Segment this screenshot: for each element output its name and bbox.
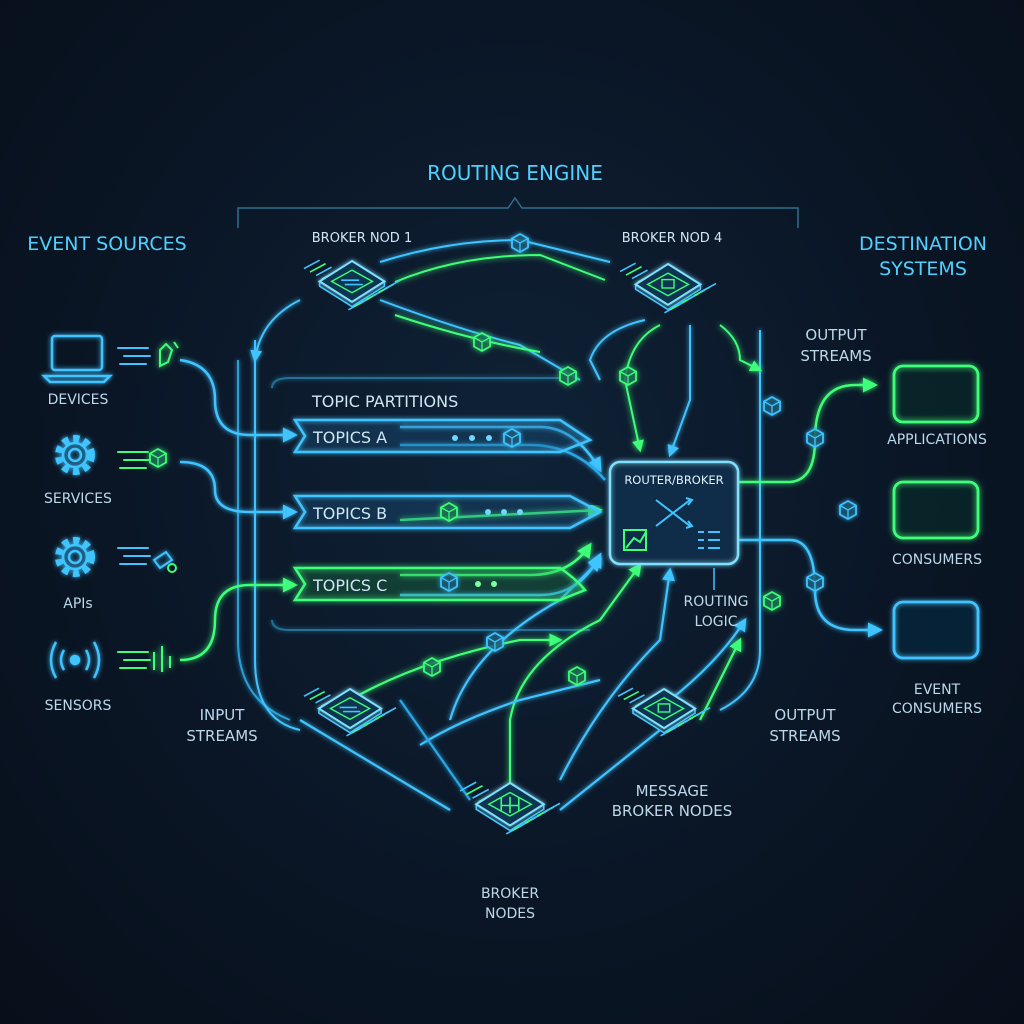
data-cubes bbox=[149, 232, 857, 687]
broker-chip-bottom-left[interactable] bbox=[303, 687, 397, 737]
destination-consumers-box[interactable] bbox=[892, 480, 980, 540]
data-cube-icon bbox=[511, 232, 529, 254]
broker-chip-top-left[interactable] bbox=[303, 259, 401, 311]
message-broker-line1: MESSAGE bbox=[636, 782, 709, 800]
data-cube-icon bbox=[503, 427, 521, 449]
data-cube-icon bbox=[149, 447, 167, 469]
router-label: ROUTER/BROKER bbox=[624, 473, 723, 487]
data-cube-icon bbox=[763, 395, 781, 417]
data-cube-icon bbox=[559, 365, 577, 387]
routing-engine-bracket bbox=[237, 196, 799, 228]
data-cube-icon bbox=[473, 331, 491, 353]
gear-icon-services bbox=[55, 435, 95, 475]
destination-label-event-line2: CONSUMERS bbox=[892, 701, 982, 717]
broker-chip-bottom-right[interactable] bbox=[617, 687, 711, 737]
output-streams-top-line1: OUTPUT bbox=[805, 326, 867, 344]
gear-icon-apis bbox=[55, 537, 95, 577]
topic-b-label: TOPICS B bbox=[312, 504, 387, 523]
event-sources-title: EVENT SOURCES bbox=[27, 233, 186, 255]
routing-logic-line2: LOGIC bbox=[694, 614, 737, 630]
topic-c-label: TOPICS C bbox=[312, 576, 387, 595]
data-cube-icon bbox=[568, 665, 586, 687]
source-flows bbox=[179, 358, 298, 662]
shuffle-icon bbox=[655, 497, 694, 529]
output-streams-bottom-line2: STREAMS bbox=[769, 727, 840, 745]
broker-label-top-left: BROKER NOD 1 bbox=[312, 231, 412, 246]
broker-chips bbox=[303, 259, 717, 835]
output-streams-top-line2: STREAMS bbox=[800, 347, 871, 365]
broker-chip-top-right[interactable] bbox=[619, 262, 717, 314]
message-broker-line2: BROKER NODES bbox=[612, 802, 733, 820]
destination-applications-box[interactable] bbox=[892, 364, 980, 424]
data-cube-icon bbox=[839, 499, 857, 521]
network-glyph-icons bbox=[152, 341, 179, 672]
source-label-sensors: SENSORS bbox=[45, 698, 112, 714]
destination-title-line1: DESTINATION bbox=[859, 233, 987, 255]
broker-label-bottom-line2: NODES bbox=[485, 906, 535, 922]
data-cube-icon bbox=[806, 571, 824, 593]
topic-partition-c bbox=[292, 566, 588, 602]
data-cube-icon bbox=[423, 656, 441, 678]
source-label-services: SERVICES bbox=[44, 491, 112, 507]
destination-label-applications: APPLICATIONS bbox=[887, 432, 987, 448]
routing-engine-title: ROUTING ENGINE bbox=[427, 161, 603, 185]
destination-label-event-line1: EVENT bbox=[914, 682, 961, 698]
laptop-icon bbox=[40, 334, 114, 384]
data-cube-icon bbox=[440, 501, 458, 523]
destination-title-line2: SYSTEMS bbox=[879, 258, 967, 280]
data-cube-icon bbox=[763, 590, 781, 612]
topic-partitions-header: TOPIC PARTITIONS bbox=[311, 392, 458, 411]
router-broker-node[interactable] bbox=[608, 460, 740, 590]
output-streams-bottom-line1: OUTPUT bbox=[774, 706, 836, 724]
routing-frame bbox=[237, 330, 781, 731]
topic-data-dots bbox=[452, 435, 523, 587]
broker-label-bottom-line1: BROKER bbox=[481, 886, 539, 902]
destination-event-consumers-box[interactable] bbox=[892, 600, 980, 660]
signal-icon bbox=[49, 641, 101, 679]
broker-chip-bottom-center[interactable] bbox=[459, 781, 561, 835]
data-cube-icon bbox=[486, 631, 504, 653]
chart-icon bbox=[623, 529, 647, 551]
routing-logic-line1: ROUTING bbox=[684, 594, 749, 610]
source-label-apis: APIs bbox=[63, 596, 92, 612]
destination-label-consumers: CONSUMERS bbox=[892, 552, 982, 568]
broker-label-top-right: BROKER NOD 4 bbox=[622, 231, 722, 246]
list-icon bbox=[698, 531, 720, 549]
topic-a-label: TOPICS A bbox=[312, 428, 387, 447]
input-streams-line1: INPUT bbox=[200, 706, 246, 724]
input-streams-line2: STREAMS bbox=[186, 727, 257, 745]
data-cube-icon bbox=[806, 427, 824, 449]
data-cube-icon bbox=[440, 571, 458, 593]
source-label-devices: DEVICES bbox=[48, 392, 109, 408]
data-cube-icon bbox=[619, 365, 637, 387]
source-emitters bbox=[117, 347, 151, 669]
